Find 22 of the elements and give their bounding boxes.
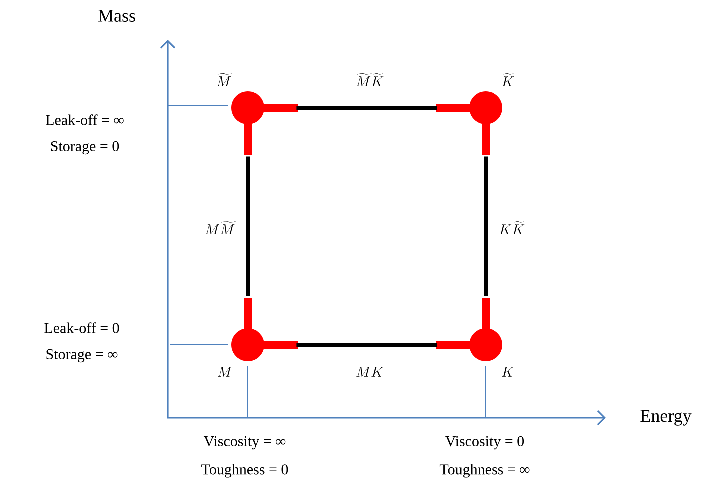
axis-note: Toughness = 0 — [202, 464, 288, 478]
vertex-label: $\widetilde{K}$ — [502, 73, 514, 87]
vertex-label: $\widetilde{M}$ — [217, 73, 232, 87]
vertex-label: $M$ — [218, 367, 232, 377]
axis-note: Storage = 0 — [51, 141, 120, 155]
edge-line — [296, 343, 438, 347]
edge-label: $MK$ — [354, 366, 386, 378]
axis-note: Viscosity = ∞ — [204, 436, 286, 450]
edge-line — [296, 106, 438, 110]
edge-line — [246, 156, 250, 296]
axis-note: Leak-off = 0 — [44, 322, 120, 334]
axis-title: Mass — [98, 10, 136, 22]
edge-label: $\widetilde{M}\widetilde{K}$ — [354, 72, 386, 88]
edge-label: $M\widetilde{M}$ — [204, 220, 236, 236]
edge-label: $K\widetilde{K}$ — [498, 220, 526, 236]
axis-note: Toughness = ∞ — [440, 464, 530, 478]
vertex-label: $K$ — [502, 367, 514, 377]
axis-title: Energy — [640, 410, 692, 426]
axis-note: Storage = ∞ — [46, 349, 118, 363]
axis-note: Viscosity = 0 — [446, 436, 524, 450]
axis-note: Leak-off = ∞ — [46, 114, 124, 126]
edge-line — [484, 156, 488, 296]
